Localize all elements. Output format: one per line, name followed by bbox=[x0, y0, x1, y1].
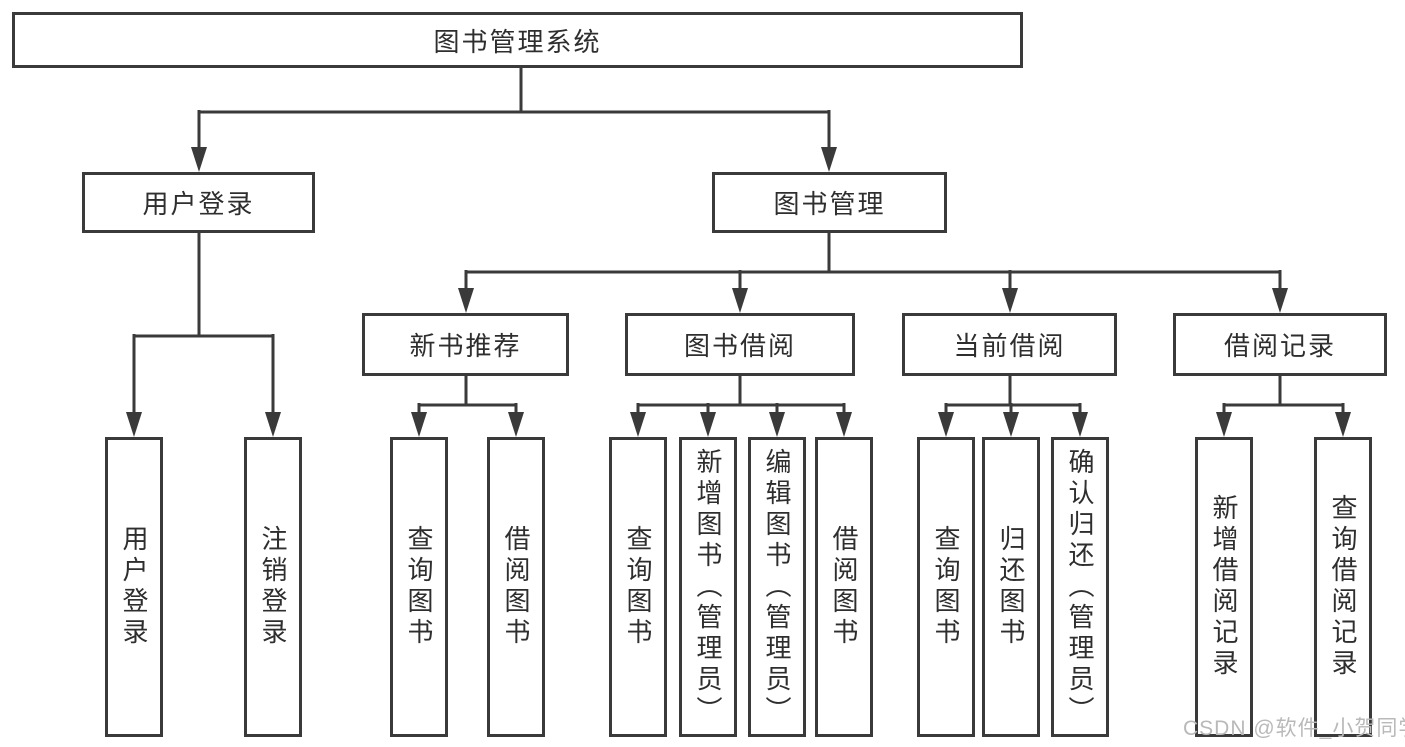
leaf-query-books-current: 查询图书 bbox=[917, 437, 975, 737]
leaf-query-borrow-record: 查询借阅记录 bbox=[1314, 437, 1372, 737]
connector-book-management-to-level3 bbox=[458, 233, 1288, 313]
leaf-borrow-books-newrec: 借阅图书 bbox=[487, 437, 545, 737]
leaf-return-books: 归还图书 bbox=[982, 437, 1040, 737]
node-library-system: 图书管理系统 bbox=[12, 12, 1023, 68]
connector-current-to-leaves bbox=[938, 376, 1088, 437]
connector-borrow-to-leaves bbox=[630, 376, 852, 437]
connector-records-to-leaves bbox=[1216, 376, 1351, 437]
node-current-borrowing: 当前借阅 bbox=[902, 313, 1117, 376]
node-book-management: 图书管理 bbox=[712, 172, 947, 233]
leaf-confirm-return-admin: 确认归还（管理员） bbox=[1051, 437, 1109, 737]
leaf-borrow-books: 借阅图书 bbox=[815, 437, 873, 737]
leaf-query-books-borrow: 查询图书 bbox=[609, 437, 667, 737]
node-book-borrowing: 图书借阅 bbox=[625, 313, 855, 376]
leaf-add-borrow-record: 新增借阅记录 bbox=[1195, 437, 1253, 737]
node-new-book-recommend: 新书推荐 bbox=[362, 313, 569, 376]
leaf-user-login: 用户登录 bbox=[105, 437, 163, 737]
leaf-edit-books-admin: 编辑图书（管理员） bbox=[748, 437, 806, 737]
leaf-logout: 注销登录 bbox=[244, 437, 302, 737]
node-user-login: 用户登录 bbox=[82, 172, 315, 233]
leaf-add-books-admin: 新增图书（管理员） bbox=[679, 437, 737, 737]
node-borrowing-records: 借阅记录 bbox=[1173, 313, 1387, 376]
leaf-query-books-newrec: 查询图书 bbox=[390, 437, 448, 737]
connector-newrec-to-leaves bbox=[411, 376, 524, 437]
csdn-watermark: CSDN @软件_小贺同学 bbox=[1183, 717, 1405, 740]
connector-user-login-to-leaves bbox=[126, 233, 281, 437]
connector-root-to-level2 bbox=[191, 68, 837, 172]
